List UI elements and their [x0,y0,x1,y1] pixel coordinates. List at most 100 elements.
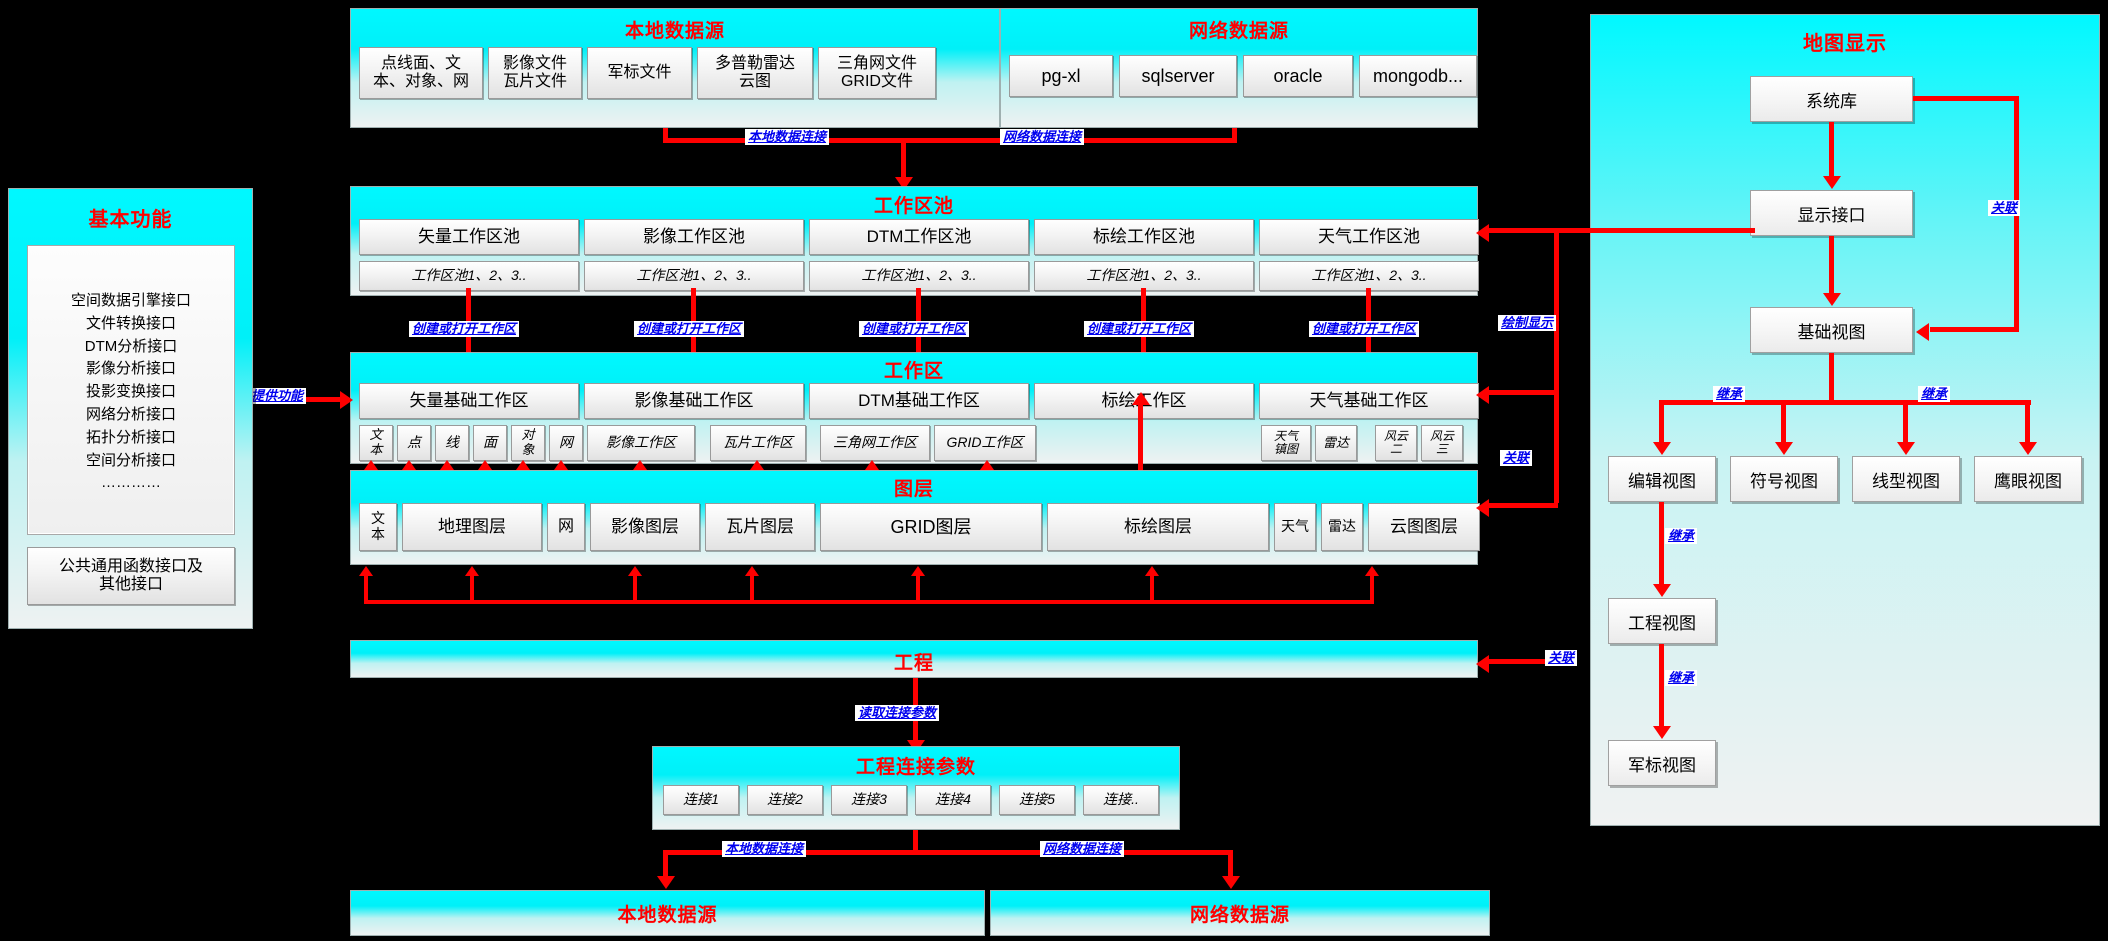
map-display-panel: 地图显示 [1590,14,2100,826]
layer-item-tile[interactable]: 瓦片图层 [705,503,815,551]
inherit-arrow-symbol [1775,442,1793,455]
project-to-layer-arrow-1 [359,566,373,576]
node-base-view[interactable]: 基础视图 [1750,307,1913,353]
project-bus-line [364,600,1374,604]
project-bus-riser-6 [1150,575,1154,603]
pool-column-weather[interactable]: 天气工作区池 [1259,219,1479,255]
ws-sub-tile-workspace[interactable]: 瓦片工作区 [710,425,806,461]
layer-item-text[interactable]: 文 本 [359,503,397,551]
node-edit-view[interactable]: 编辑视图 [1608,456,1716,502]
layer-item-weather[interactable]: 天气 [1274,503,1316,551]
network-source-item[interactable]: pg-xl [1009,55,1113,97]
ws-sub-fengyun-3[interactable]: 风云 三 [1421,425,1463,461]
layer-item-radar[interactable]: 雷达 [1321,503,1363,551]
workspace-column-vector[interactable]: 矢量基础工作区 [359,383,579,419]
layer-item-cloud[interactable]: 云图图层 [1368,503,1480,551]
assoc-ws-h [1483,390,1558,395]
connection-item-4[interactable]: 连接4 [915,785,991,815]
basic-function-interface-list: 空间数据引擎接口 文件转换接口 DTM分析接口 影像分析接口 投影变换接口 网络… [70,292,191,492]
layer-item-grid[interactable]: GRID图层 [820,503,1042,551]
ws-sub-line[interactable]: 线 [435,425,469,461]
node-system-library[interactable]: 系统库 [1750,76,1913,122]
ws-sub-weather-map[interactable]: 天气 镇图 [1261,425,1311,461]
inherit-drop-symbol [1781,400,1786,444]
basic-function-title: 基本功能 [88,209,173,231]
pool-sub-image[interactable]: 工作区池1、2、3.. [584,261,804,291]
node-eagle-view[interactable]: 鹰眼视图 [1974,456,2082,502]
layer-to-ws-arrow-3 [440,460,454,470]
ws-sub-tin-workspace[interactable]: 三角网工作区 [820,425,930,461]
project-to-milmark-line [1659,644,1664,728]
local-source-item[interactable]: 点线面、文 本、对象、网 [359,47,483,99]
pool-sub-weather[interactable]: 工作区池1、2、3.. [1259,261,1479,291]
layer-to-ws-arrow-4 [478,460,492,470]
local-source-item[interactable]: 三角网文件 GRID文件 [818,47,936,99]
node-milmark-view[interactable]: 军标视图 [1608,740,1716,786]
pool-sub-plot[interactable]: 工作区池1、2、3.. [1034,261,1254,291]
local-data-source-title: 本地数据源 [624,21,725,42]
display-to-base-arrow [1823,293,1841,306]
node-display-interface[interactable]: 显示接口 [1750,190,1913,236]
node-symbol-view[interactable]: 符号视图 [1730,456,1838,502]
local-source-item[interactable]: 影像文件 瓦片文件 [488,47,582,99]
ws-sub-point[interactable]: 点 [397,425,431,461]
network-data-source-panel: 网络数据源 pg-xl sqlserver oracle mongodb... [1000,8,1478,128]
connection-item-5[interactable]: 连接5 [999,785,1075,815]
layer-item-net[interactable]: 网 [547,503,585,551]
basic-function-footer-box[interactable]: 公共通用函数接口及 其他接口 [27,547,235,605]
conn-to-bottom-arrow-right [1222,876,1240,889]
inherit-arrow-eagle [2019,442,2037,455]
layer-item-geo[interactable]: 地理图层 [402,503,542,551]
project-bus-riser-7 [1370,575,1374,603]
connection-item-2[interactable]: 连接2 [747,785,823,815]
edge-label-inherit-project: 继承 [1665,528,1698,545]
ws-sub-text[interactable]: 文 本 [359,425,393,461]
ws-sub-grid-workspace[interactable]: GRID工作区 [934,425,1036,461]
connection-item-1[interactable]: 连接1 [663,785,739,815]
base-to-children-bus [1659,400,2031,405]
workspace-column-image[interactable]: 影像基础工作区 [584,383,804,419]
pool-column-dtm[interactable]: DTM工作区池 [809,219,1029,255]
pool-sub-vector[interactable]: 工作区池1、2、3.. [359,261,579,291]
node-line-view[interactable]: 线型视图 [1852,456,1960,502]
layer-plot-to-ws-line [1138,400,1143,528]
ws-sub-net[interactable]: 网 [549,425,583,461]
draw-display-arrow [1476,224,1489,242]
project-to-layer-arrow-5 [911,566,925,576]
base-to-children-stem [1829,353,1834,403]
pool-column-image[interactable]: 影像工作区池 [584,219,804,255]
local-source-item[interactable]: 多普勒雷达 云图 [697,47,813,99]
ws-sub-radar[interactable]: 雷达 [1315,425,1357,461]
conn-to-bottom-drop-left [663,850,668,880]
pool-column-vector[interactable]: 矢量工作区池 [359,219,579,255]
network-source-item[interactable]: sqlserver [1119,55,1237,97]
pool-sub-dtm[interactable]: 工作区池1、2、3.. [809,261,1029,291]
workspace-column-weather[interactable]: 天气基础工作区 [1259,383,1479,419]
assoc-project-h [1483,659,1571,664]
ws-sub-polygon[interactable]: 面 [473,425,507,461]
draw-display-h [1483,228,1755,233]
connection-item-3[interactable]: 连接3 [831,785,907,815]
node-project-view[interactable]: 工程视图 [1608,598,1716,644]
ws-sub-image-workspace[interactable]: 影像工作区 [587,425,695,461]
pool-column-plot[interactable]: 标绘工作区池 [1034,219,1254,255]
edge-label-create-open-ws-3: 创建或打开工作区 [859,321,970,338]
layer-item-plot[interactable]: 标绘图层 [1047,503,1269,551]
ws-sub-fengyun-2[interactable]: 风云 二 [1375,425,1417,461]
ws-sub-object[interactable]: 对 象 [511,425,545,461]
edge-label-assoc-layers: 关联 [1500,450,1533,467]
layer-item-image[interactable]: 影像图层 [590,503,700,551]
network-source-item[interactable]: oracle [1243,55,1353,97]
network-source-item[interactable]: mongodb... [1359,55,1477,97]
workspace-column-dtm[interactable]: DTM基础工作区 [809,383,1029,419]
connector-pool-feed-v [901,138,906,180]
local-source-item[interactable]: 军标文件 [587,47,692,99]
connection-item-6[interactable]: 连接.. [1083,785,1159,815]
project-to-layer-arrow-7 [1365,566,1379,576]
edge-label-local-connection: 本地数据连接 [745,129,830,146]
connector-net-to-pool-v [1232,128,1237,142]
sys-to-display-line [1829,122,1834,177]
inherit-drop-eagle [2025,400,2030,444]
conn-to-bottom-arrow-left [657,876,675,889]
basic-function-interface-list-box: 空间数据引擎接口 文件转换接口 DTM分析接口 影像分析接口 投影变换接口 网络… [27,245,235,535]
